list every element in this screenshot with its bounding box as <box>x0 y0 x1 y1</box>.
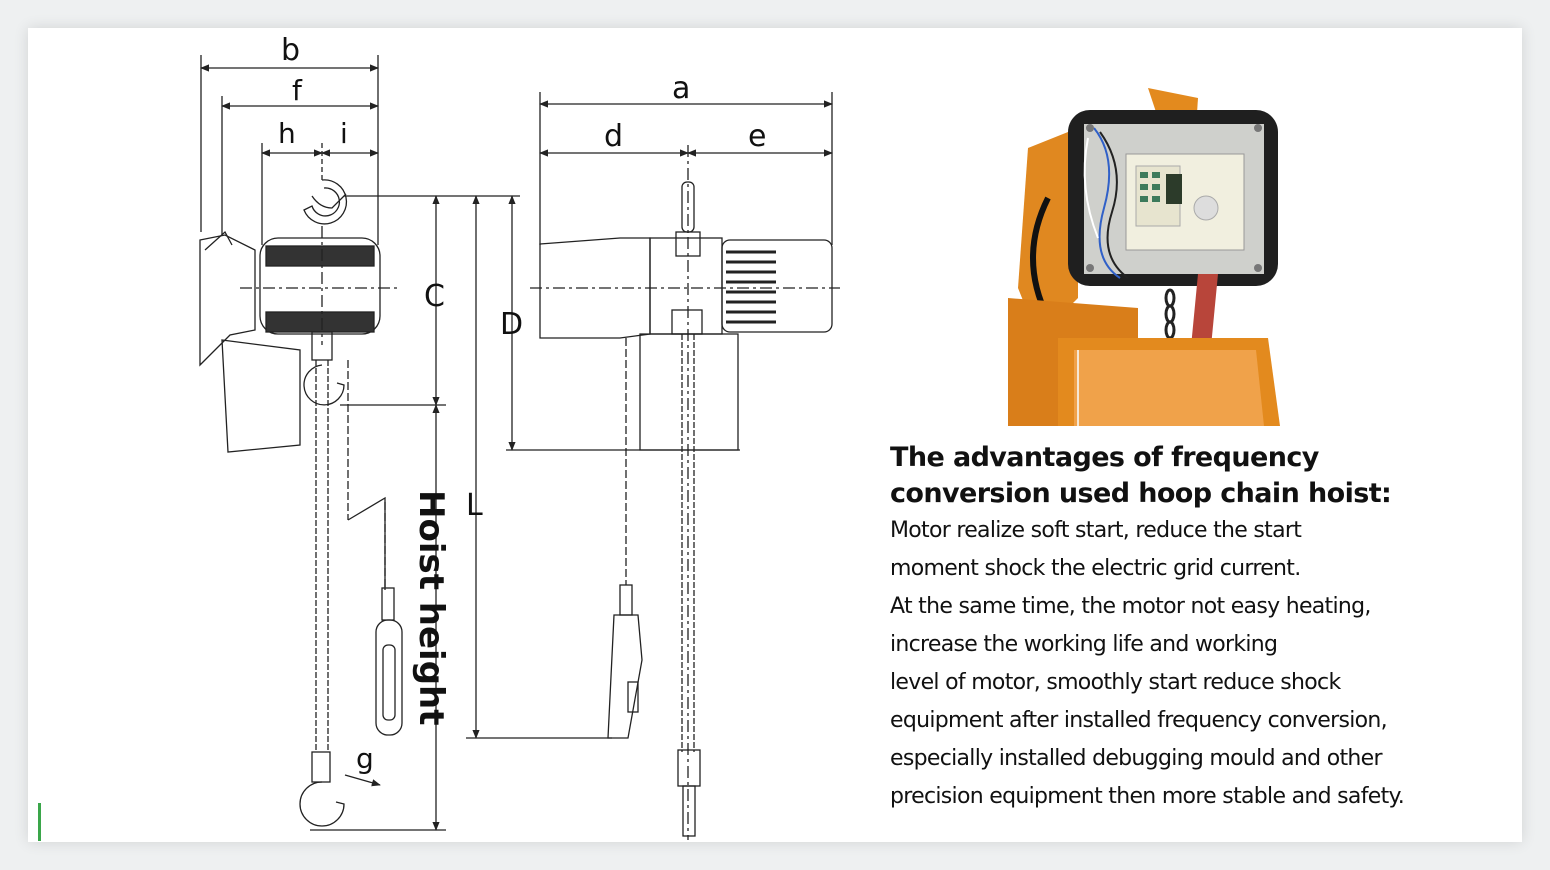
label-C: C <box>424 279 445 314</box>
body-line: moment shock the electric grid current. <box>890 556 1301 581</box>
label-i: i <box>340 117 348 150</box>
label-a: a <box>672 71 690 106</box>
label-b: b <box>281 33 300 68</box>
label-g: g <box>356 742 374 775</box>
body-line: precision equipment then more stable and… <box>890 784 1405 809</box>
hoist-inverter-photo <box>1008 88 1280 426</box>
body-line: increase the working life and working <box>890 632 1278 657</box>
heading-line: conversion used hoop chain hoist: <box>890 478 1392 509</box>
label-L: L <box>466 488 483 523</box>
heading-line: The advantages of frequency <box>890 442 1319 473</box>
label-d: d <box>604 119 623 154</box>
body-line: Motor realize soft start, reduce the sta… <box>890 518 1302 543</box>
advantages-description: The advantages of frequency conversion u… <box>890 440 1490 816</box>
body-line: At the same time, the motor not easy hea… <box>890 594 1371 619</box>
label-f: f <box>292 74 303 107</box>
advantages-heading: The advantages of frequency conversion u… <box>890 440 1490 512</box>
body-line: level of motor, smoothly start reduce sh… <box>890 670 1341 695</box>
body-line: especially installed debugging mould and… <box>890 746 1383 771</box>
accent-mark <box>38 803 41 841</box>
label-hoist-height: Hoist height <box>411 490 451 726</box>
label-e: e <box>748 119 766 154</box>
label-h: h <box>278 117 296 150</box>
label-D: D <box>500 307 523 342</box>
body-line: equipment after installed frequency conv… <box>890 708 1388 733</box>
